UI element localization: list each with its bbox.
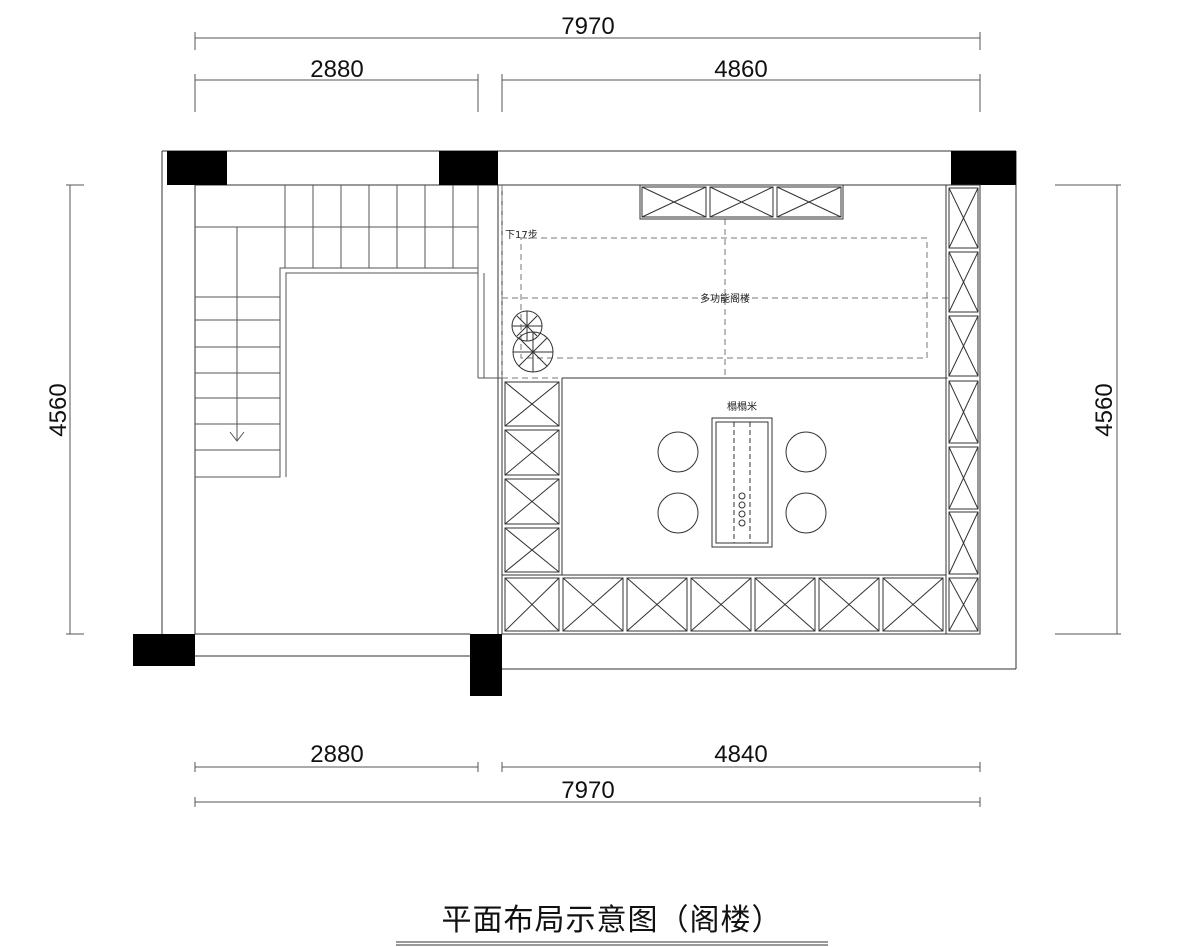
drawing-title: 平面布局示意图（阁楼） bbox=[442, 903, 783, 938]
top-cabinets bbox=[639, 184, 844, 220]
floor-cushions bbox=[657, 431, 827, 534]
potted-plant-icon bbox=[511, 310, 554, 373]
top-right-dimension: 4860 bbox=[714, 56, 767, 83]
stair-note: 下17步 bbox=[505, 229, 538, 241]
title-underline bbox=[396, 941, 828, 946]
tatami-storage bbox=[502, 377, 946, 632]
top-total-dimension: 7970 bbox=[561, 13, 614, 40]
structural-columns bbox=[133, 151, 1016, 696]
right-height-dimension: 4560 bbox=[1091, 383, 1118, 436]
bottom-total-dimension: 7970 bbox=[561, 777, 614, 804]
top-left-dimension: 2880 bbox=[310, 56, 363, 83]
top-dimension-lines bbox=[194, 32, 981, 112]
walls bbox=[161, 150, 1017, 670]
left-height-dimension: 4560 bbox=[45, 383, 72, 436]
tatami-table bbox=[711, 417, 773, 548]
tatami-room-label: 榻榻米 bbox=[727, 400, 757, 413]
bottom-left-dimension: 2880 bbox=[310, 741, 363, 768]
bottom-right-dimension: 4840 bbox=[714, 741, 767, 768]
attic-area bbox=[501, 185, 951, 379]
staircase bbox=[195, 185, 502, 478]
attic-room-label: 多功能阁楼 bbox=[700, 292, 750, 305]
bottom-dimension-lines bbox=[194, 762, 981, 807]
right-wardrobe bbox=[945, 184, 981, 635]
side-dimension-lines bbox=[66, 184, 1121, 635]
